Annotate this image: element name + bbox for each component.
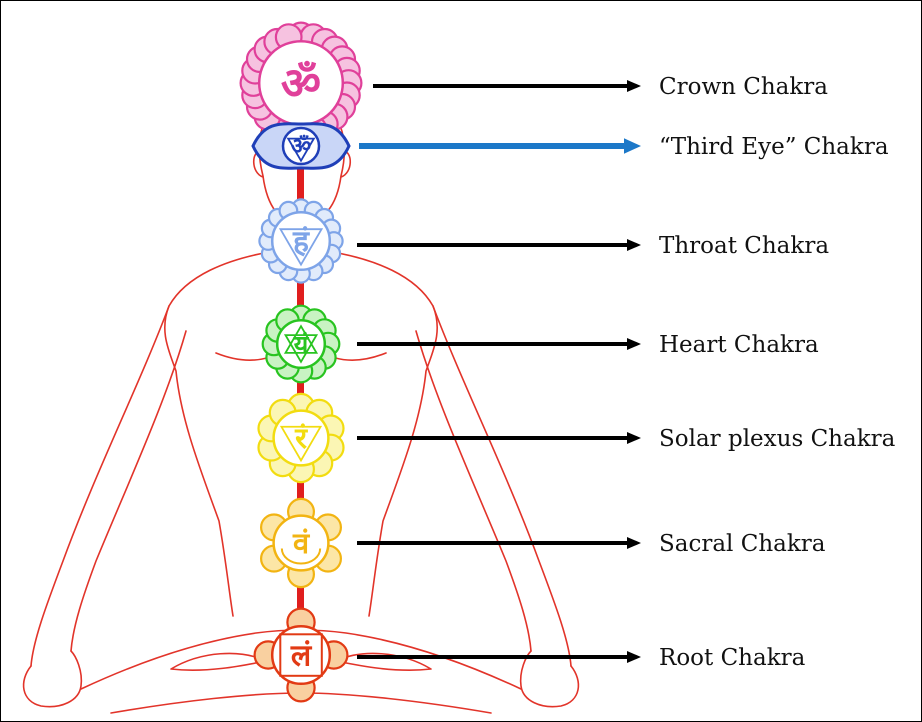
solar-plexus-chakra-label: Solar plexus Chakra	[659, 426, 896, 452]
third-eye-glyph: ॐ	[291, 135, 311, 160]
sacral-arrow-head	[627, 537, 641, 549]
crown-arrow	[373, 80, 641, 92]
figure-arm-left	[31, 306, 169, 666]
heart-arrow	[357, 338, 641, 350]
root-glyph: लं	[290, 639, 313, 674]
solar-plexus-arrow-head	[627, 432, 641, 444]
figure-arm-right-inner	[416, 331, 531, 651]
crown-arrow-head	[627, 80, 641, 92]
third-eye-chakra-label: “Third Eye” Chakra	[659, 134, 889, 160]
figure-arm-left-inner	[71, 331, 186, 651]
figure-arm-right	[433, 306, 571, 666]
third-eye-chakra-symbol: ॐ	[253, 124, 349, 168]
root-arrow-head	[627, 651, 641, 663]
solar-plexus-chakra-symbol: रं	[259, 394, 344, 482]
heart-glyph: यं	[293, 330, 310, 359]
crown-glyph: ॐ	[281, 58, 321, 109]
heart-arrow-head	[627, 338, 641, 350]
third-eye-arrow	[359, 138, 641, 154]
root-arrow	[357, 651, 641, 663]
root-chakra-label: Root Chakra	[659, 645, 806, 671]
chakra-arrows	[357, 80, 641, 663]
throat-chakra-symbol: हं	[259, 199, 342, 282]
heart-chakra-symbol: यं	[263, 306, 340, 383]
solar-plexus-arrow	[357, 432, 641, 444]
heart-chakra-label: Heart Chakra	[659, 332, 819, 358]
throat-chakra-label: Throat Chakra	[659, 233, 829, 259]
throat-arrow	[357, 239, 641, 251]
third-eye-arrow-head	[624, 138, 641, 154]
sacral-chakra-label: Sacral Chakra	[659, 531, 826, 557]
sacral-glyph: वं	[292, 526, 311, 560]
throat-glyph: हं	[292, 225, 310, 260]
throat-arrow-head	[627, 239, 641, 251]
sacral-arrow	[357, 537, 641, 549]
crown-chakra-label: Crown Chakra	[659, 74, 828, 100]
sacral-chakra-symbol: वं	[261, 499, 341, 587]
root-chakra-symbol: लं	[255, 609, 348, 702]
solar-plexus-glyph: रं	[294, 421, 308, 455]
figure-leg-left-fold	[171, 653, 266, 670]
